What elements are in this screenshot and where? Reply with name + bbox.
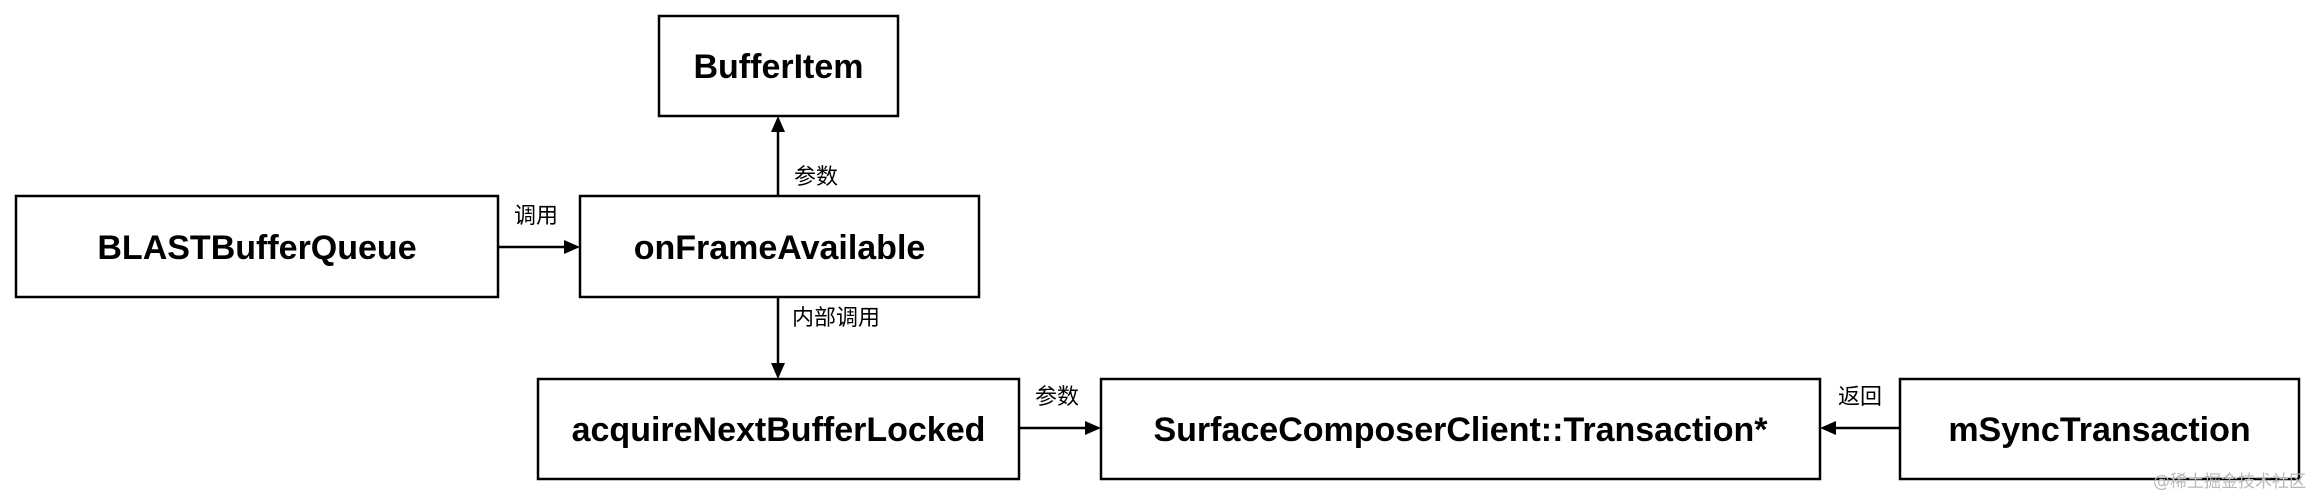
edge-label-internal-call: 内部调用 xyxy=(792,306,880,331)
node-blast-buffer-queue: BLASTBufferQueue xyxy=(14,194,500,299)
edge-call: 调用 xyxy=(498,204,580,254)
node-acquire-next-buffer-locked: acquireNextBufferLocked xyxy=(536,377,1021,481)
node-label-transaction: SurfaceComposerClient::Transaction* xyxy=(1153,411,1768,449)
node-label-blast-buffer-queue: BLASTBufferQueue xyxy=(97,229,416,267)
watermark: @稀土掘金技术社区 xyxy=(2153,472,2306,492)
edge-label-return: 返回 xyxy=(1838,385,1882,410)
node-m-sync-transaction: mSyncTransaction xyxy=(1898,377,2301,481)
node-buffer-item: BufferItem xyxy=(657,14,900,118)
edge-param-right: 参数 xyxy=(1020,385,1101,435)
node-label-acquire-next-buffer-locked: acquireNextBufferLocked xyxy=(572,411,986,449)
edge-internal-call: 内部调用 xyxy=(771,298,880,379)
edge-label-param-up: 参数 xyxy=(794,165,838,190)
node-label-on-frame-available: onFrameAvailable xyxy=(634,229,926,267)
node-on-frame-available: onFrameAvailable xyxy=(578,194,981,299)
edge-param-up: 参数 xyxy=(771,116,838,196)
edge-label-call: 调用 xyxy=(514,204,558,229)
edge-return: 返回 xyxy=(1820,385,1900,435)
node-label-m-sync-transaction: mSyncTransaction xyxy=(1948,411,2250,449)
node-label-buffer-item: BufferItem xyxy=(693,48,863,86)
edge-label-param-right: 参数 xyxy=(1035,385,1079,410)
node-transaction: SurfaceComposerClient::Transaction* xyxy=(1099,377,1822,481)
